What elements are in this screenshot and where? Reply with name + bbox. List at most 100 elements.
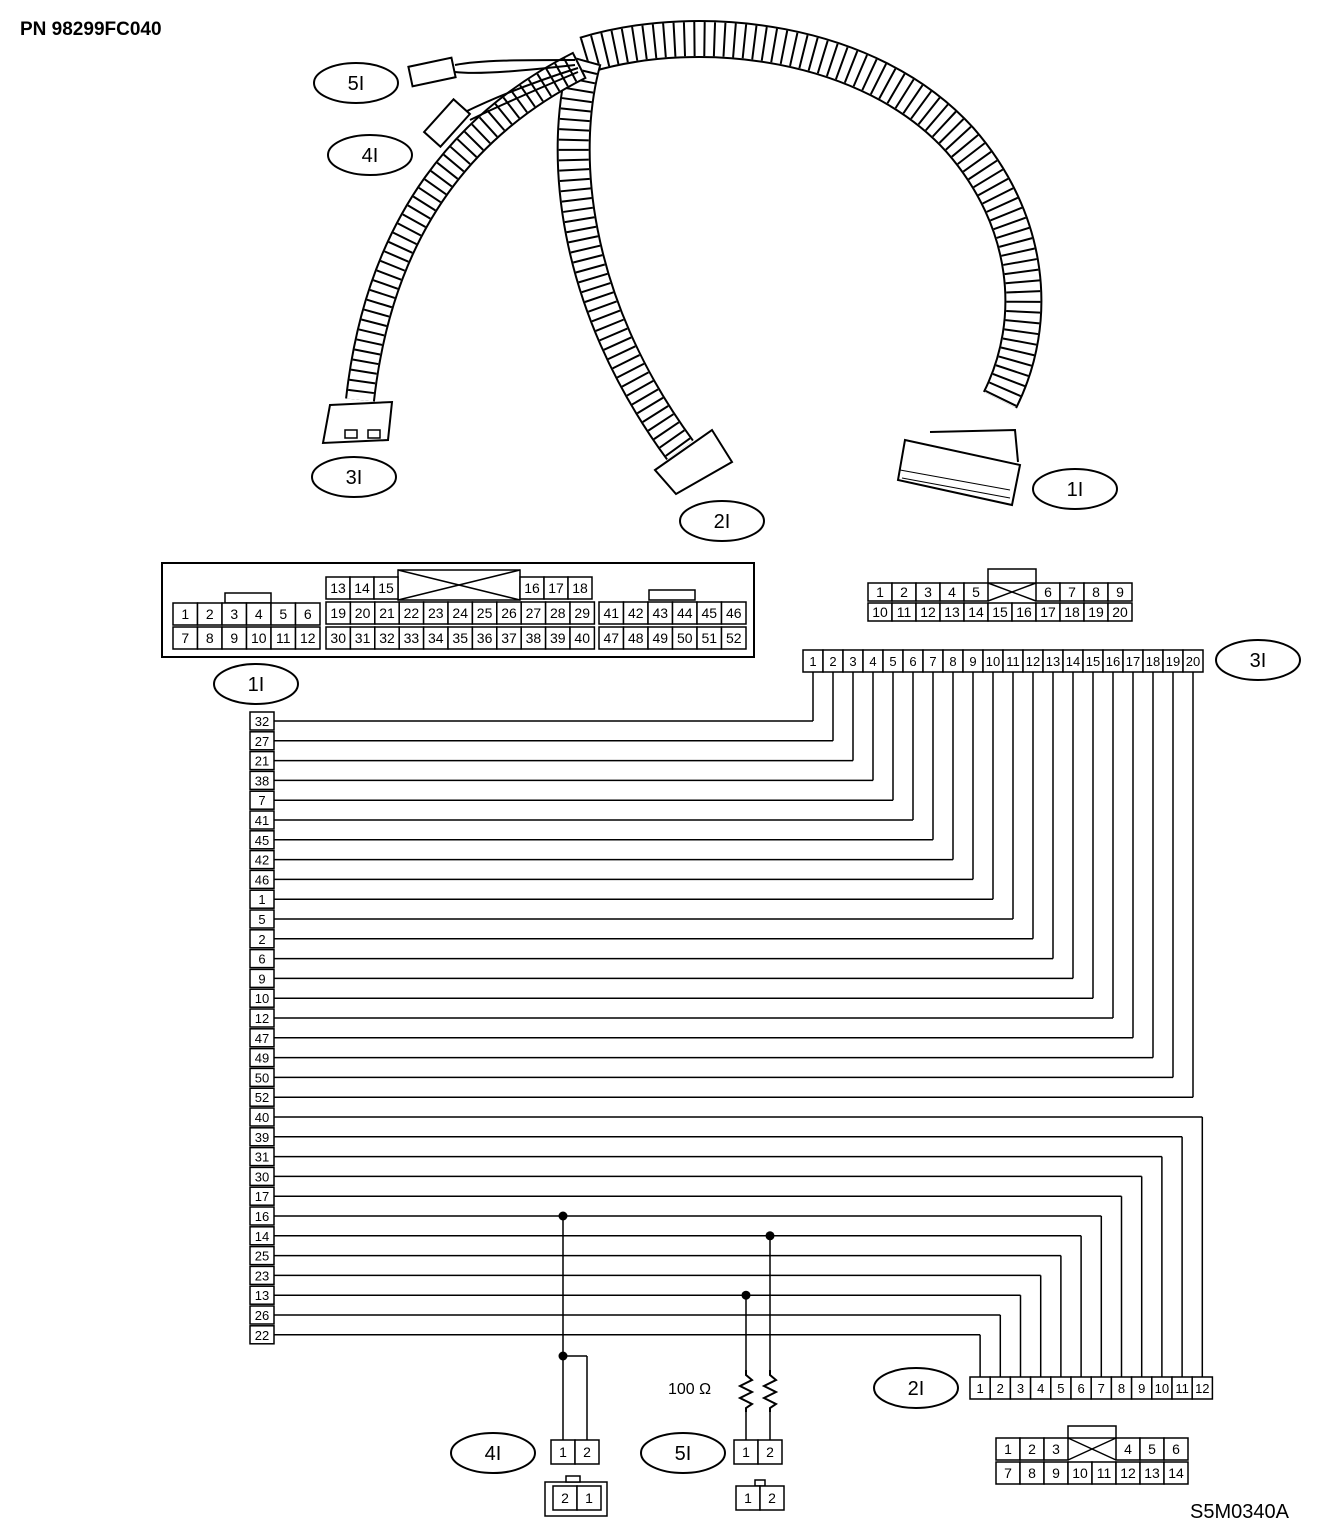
svg-text:27: 27 — [526, 605, 542, 621]
harness-pin-17: 17 — [249, 1186, 275, 1206]
conn5I-face-pin-2: 2 — [759, 1485, 785, 1511]
svg-text:9: 9 — [1138, 1381, 1145, 1396]
svg-text:39: 39 — [550, 630, 566, 646]
conn3I-row-pin-6: 6 — [902, 649, 924, 673]
svg-text:23: 23 — [428, 605, 444, 621]
conn3I-face-pin-2: 2 — [891, 582, 917, 602]
conn1I-pin-7: 7 — [172, 626, 199, 650]
conn3I-row-pin-2: 2 — [822, 649, 844, 673]
harness-pin-27: 27 — [249, 731, 275, 751]
svg-text:26: 26 — [255, 1308, 269, 1323]
conn3I-face-pin-8: 8 — [1083, 582, 1109, 602]
svg-text:3: 3 — [230, 606, 238, 622]
wire-lines — [274, 672, 1204, 1440]
svg-text:14: 14 — [255, 1229, 269, 1244]
conn4I-face-pin-1: 1 — [576, 1485, 602, 1511]
conn1I-pin-6: 6 — [294, 602, 321, 626]
conn1I-pin-3: 3 — [221, 602, 248, 626]
conn1I-pin-15: 15 — [373, 576, 399, 600]
conn3I-row-pin-12: 12 — [1022, 649, 1044, 673]
svg-text:9: 9 — [230, 630, 238, 646]
svg-text:13: 13 — [1144, 1465, 1160, 1481]
callout-4I-diagram: 4I — [450, 1432, 536, 1474]
svg-text:47: 47 — [603, 630, 619, 646]
svg-text:23: 23 — [255, 1268, 269, 1283]
harness-pin-21: 21 — [249, 750, 275, 771]
conn3I-row-pin-5: 5 — [882, 649, 904, 673]
conn1I-pin-10: 10 — [245, 626, 272, 650]
conn3I-face-pin-5: 5 — [963, 582, 989, 602]
conn3I-row-pin-10: 10 — [982, 649, 1004, 673]
svg-text:45: 45 — [701, 605, 717, 621]
callout-2I-diagram: 2I — [873, 1367, 959, 1409]
svg-text:50: 50 — [677, 630, 693, 646]
harness-pin-14: 14 — [249, 1226, 275, 1246]
conn1I-pin-33: 33 — [398, 626, 425, 650]
svg-text:9: 9 — [1116, 584, 1124, 600]
svg-text:51: 51 — [701, 630, 717, 646]
conn1I-pin-34: 34 — [422, 626, 449, 650]
harness-pin-50: 50 — [249, 1067, 275, 1088]
svg-text:12: 12 — [1026, 654, 1040, 669]
svg-text:7: 7 — [258, 793, 265, 808]
conn3I-face-pin-12: 12 — [915, 602, 941, 622]
conn3I-row-pin-20: 20 — [1182, 649, 1204, 673]
harness-pin-46: 46 — [249, 869, 275, 890]
conn3I-row-pin-17: 17 — [1122, 649, 1144, 673]
svg-text:5: 5 — [1148, 1441, 1156, 1457]
svg-text:32: 32 — [255, 714, 269, 729]
svg-text:21: 21 — [379, 605, 395, 621]
conn3I-row-pin-14: 14 — [1062, 649, 1084, 673]
svg-text:25: 25 — [477, 605, 493, 621]
svg-text:35: 35 — [452, 630, 468, 646]
conn1I-pin-24: 24 — [447, 601, 474, 625]
svg-text:46: 46 — [726, 605, 742, 621]
svg-text:38: 38 — [255, 773, 269, 788]
conn1I-pin-36: 36 — [471, 626, 498, 650]
harness-pin-32: 32 — [249, 711, 275, 731]
svg-text:10: 10 — [986, 654, 1000, 669]
svg-text:2: 2 — [829, 654, 836, 669]
svg-text:11: 11 — [276, 630, 291, 646]
conn4I-face-pin-2: 2 — [552, 1485, 578, 1511]
harness-pin-22: 22 — [249, 1325, 275, 1345]
svg-text:9: 9 — [969, 654, 976, 669]
conn2I-row-pin-10: 10 — [1151, 1376, 1173, 1400]
conn1I-pin-28: 28 — [544, 601, 571, 625]
conn3I-row-pin-15: 15 — [1082, 649, 1104, 673]
conn4I-pin-2: 2 — [574, 1439, 600, 1465]
conn2I-row-pin-6: 6 — [1070, 1376, 1092, 1400]
harness-pin-45: 45 — [249, 830, 275, 850]
harness-pin-40: 40 — [249, 1107, 275, 1127]
svg-text:39: 39 — [255, 1130, 269, 1145]
svg-text:4: 4 — [1037, 1381, 1044, 1396]
harness-pin-47: 47 — [249, 1028, 275, 1048]
svg-text:42: 42 — [255, 853, 269, 868]
conn2I-row-pin-12: 12 — [1191, 1376, 1214, 1400]
svg-text:6: 6 — [304, 606, 312, 622]
svg-text:6: 6 — [1077, 1381, 1084, 1396]
conn2I-row-pin-9: 9 — [1130, 1376, 1153, 1400]
callout-5I: 5I — [313, 62, 399, 104]
svg-text:4: 4 — [255, 606, 263, 622]
svg-text:11: 11 — [1175, 1381, 1189, 1396]
svg-text:14: 14 — [968, 604, 984, 620]
svg-text:3: 3 — [924, 584, 932, 600]
svg-text:3: 3 — [1017, 1381, 1024, 1396]
conn3I-face-pin-9: 9 — [1107, 582, 1133, 602]
callout-5I-label: 5I — [348, 73, 365, 95]
svg-text:29: 29 — [574, 605, 590, 621]
svg-text:9: 9 — [258, 971, 265, 986]
conn2I-face-pin-4: 4 — [1115, 1437, 1141, 1461]
svg-text:16: 16 — [524, 580, 540, 596]
conn3I-face-pin-13: 13 — [939, 602, 965, 622]
harness-pin-49: 49 — [249, 1047, 275, 1068]
svg-text:4: 4 — [869, 654, 876, 669]
svg-text:2: 2 — [997, 1381, 1004, 1396]
conn1I-pin-9: 9 — [221, 626, 248, 650]
svg-text:2: 2 — [1028, 1441, 1036, 1457]
